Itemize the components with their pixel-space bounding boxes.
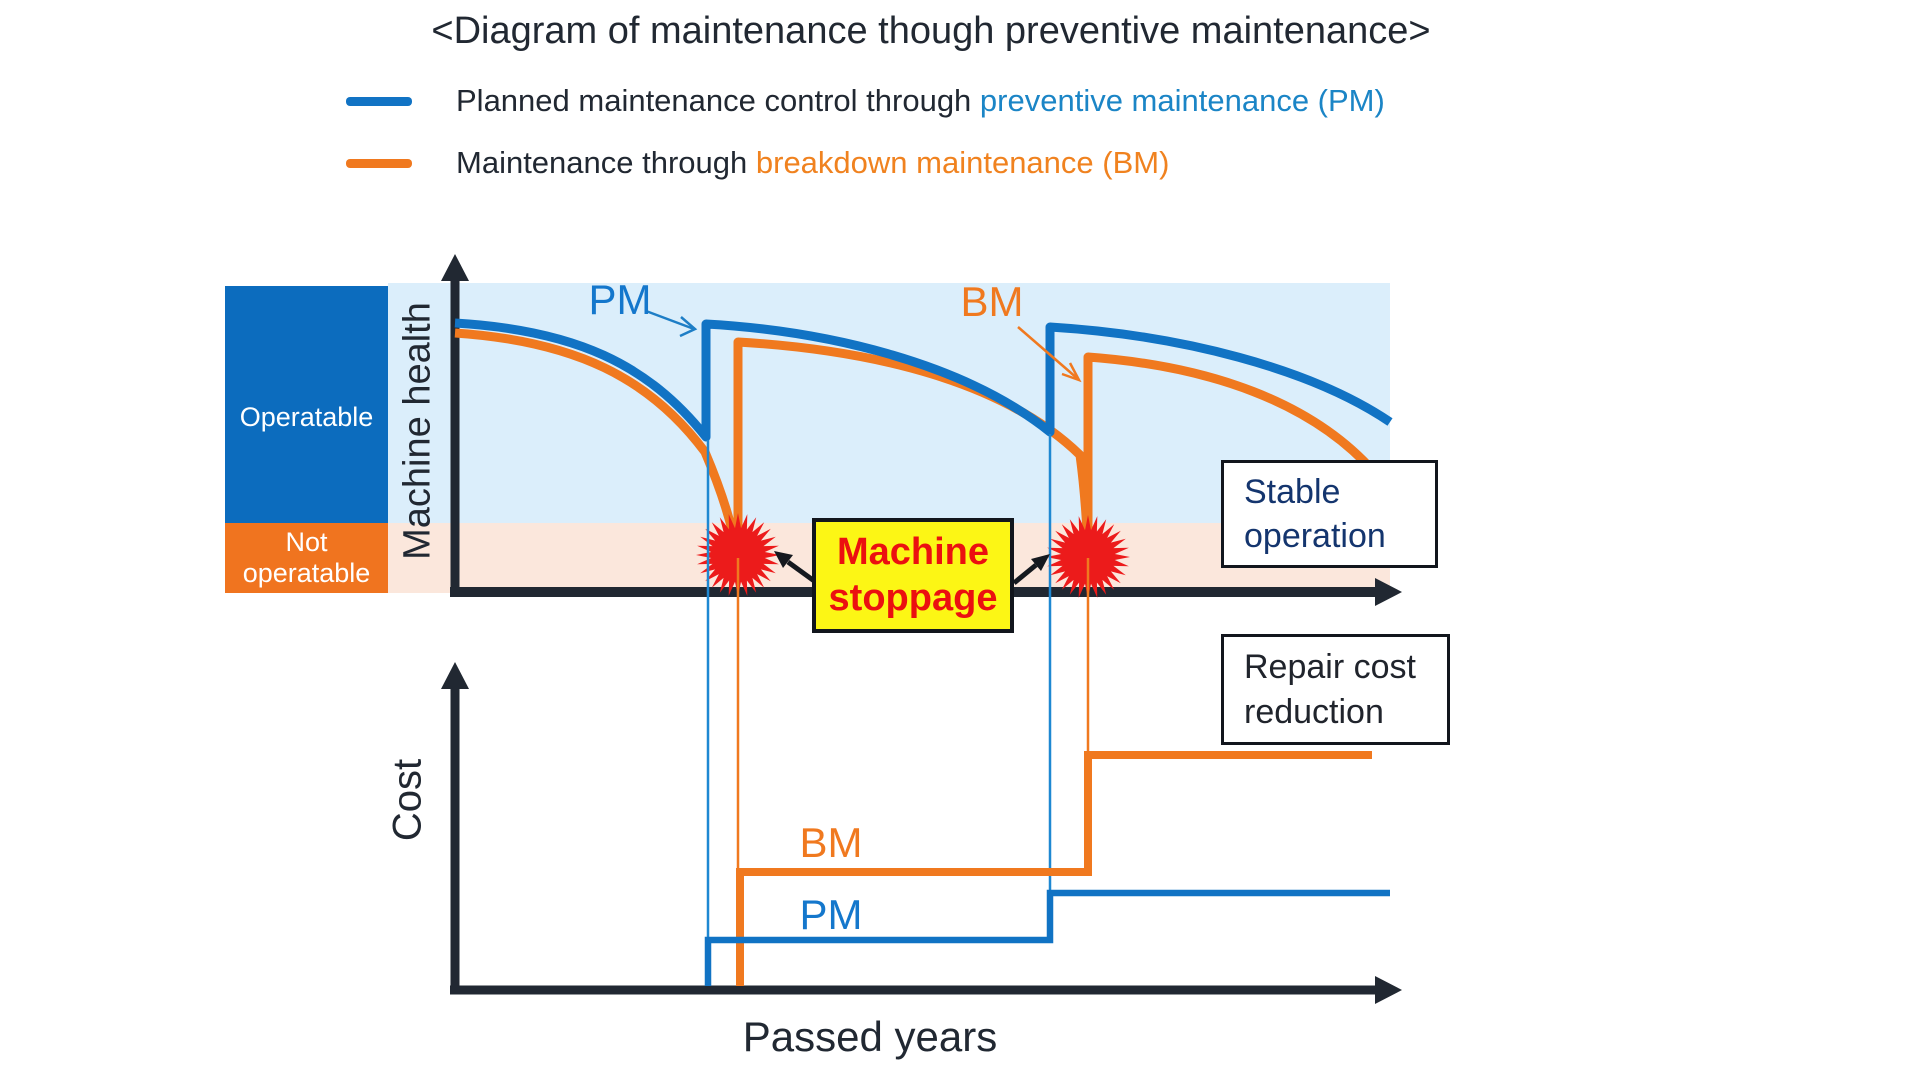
legend-bm-prefix: Maintenance through <box>456 145 756 180</box>
legend-pm-highlight: preventive maintenance (PM) <box>979 83 1385 118</box>
legend-pm-label: Planned maintenance control through prev… <box>456 83 1385 119</box>
stoppage-arrow-left-icon <box>774 551 819 586</box>
pm-line-swatch-icon <box>346 96 412 106</box>
bm-health-curve <box>454 328 1378 563</box>
stoppage-arrow-right-icon <box>1012 554 1050 585</box>
stable-operation-text: Stable operation <box>1244 472 1386 555</box>
operable-zone-box: Operatable <box>225 286 388 523</box>
legend-bm-highlight: breakdown maintenance (BM) <box>755 145 1170 180</box>
operable-zone-label: Operatable <box>239 401 374 432</box>
cost-axes <box>441 662 1402 1004</box>
cost-y-axis-arrow-icon <box>441 662 469 689</box>
bm-cost-line <box>736 751 1372 986</box>
machine-stoppage-text: Machine stoppage <box>828 530 998 619</box>
legend-item-pm: Planned maintenance control through prev… <box>346 83 1385 119</box>
legend-pm-prefix: Planned maintenance control through <box>456 83 980 118</box>
repair-cost-callout: Repair cost reduction <box>1221 634 1450 745</box>
breakdown-star-icon <box>696 513 780 597</box>
pm-cost-line <box>704 889 1390 986</box>
not-operable-zone-box: Not operatable <box>225 523 388 593</box>
cost-y-axis-label: Cost <box>385 758 430 842</box>
cost-x-axis-label: Passed years <box>742 1013 998 1060</box>
bm-event-label: BM <box>960 278 1024 325</box>
pm-cost-series-label: PM <box>799 891 863 938</box>
bm-line-swatch-icon <box>346 158 412 168</box>
legend-bm-label: Maintenance through breakdown maintenanc… <box>456 145 1169 181</box>
pm-health-curve <box>454 318 1393 442</box>
stable-operation-callout: Stable operation <box>1221 460 1438 568</box>
machine-stoppage-callout: Machine stoppage <box>812 518 1014 633</box>
bm-pointer-arrow-icon <box>1017 326 1082 383</box>
breakdown-star-icon <box>1046 515 1130 599</box>
pm-pointer-arrow-icon <box>645 309 698 338</box>
diagram-title: <Diagram of maintenance though preventiv… <box>431 10 1431 52</box>
repair-cost-text: Repair cost reduction <box>1244 648 1416 731</box>
cost-x-axis-arrow-icon <box>1375 976 1402 1004</box>
health-y-axis-arrow-icon <box>441 254 469 281</box>
pm-event-label: PM <box>588 276 652 323</box>
not-operable-zone-label: Not operatable <box>242 526 371 588</box>
health-y-axis-label: Machine health <box>396 302 439 560</box>
health-x-axis-arrow-icon <box>1375 578 1402 606</box>
bm-cost-series-label: BM <box>799 819 863 866</box>
legend-item-bm: Maintenance through breakdown maintenanc… <box>346 145 1169 181</box>
